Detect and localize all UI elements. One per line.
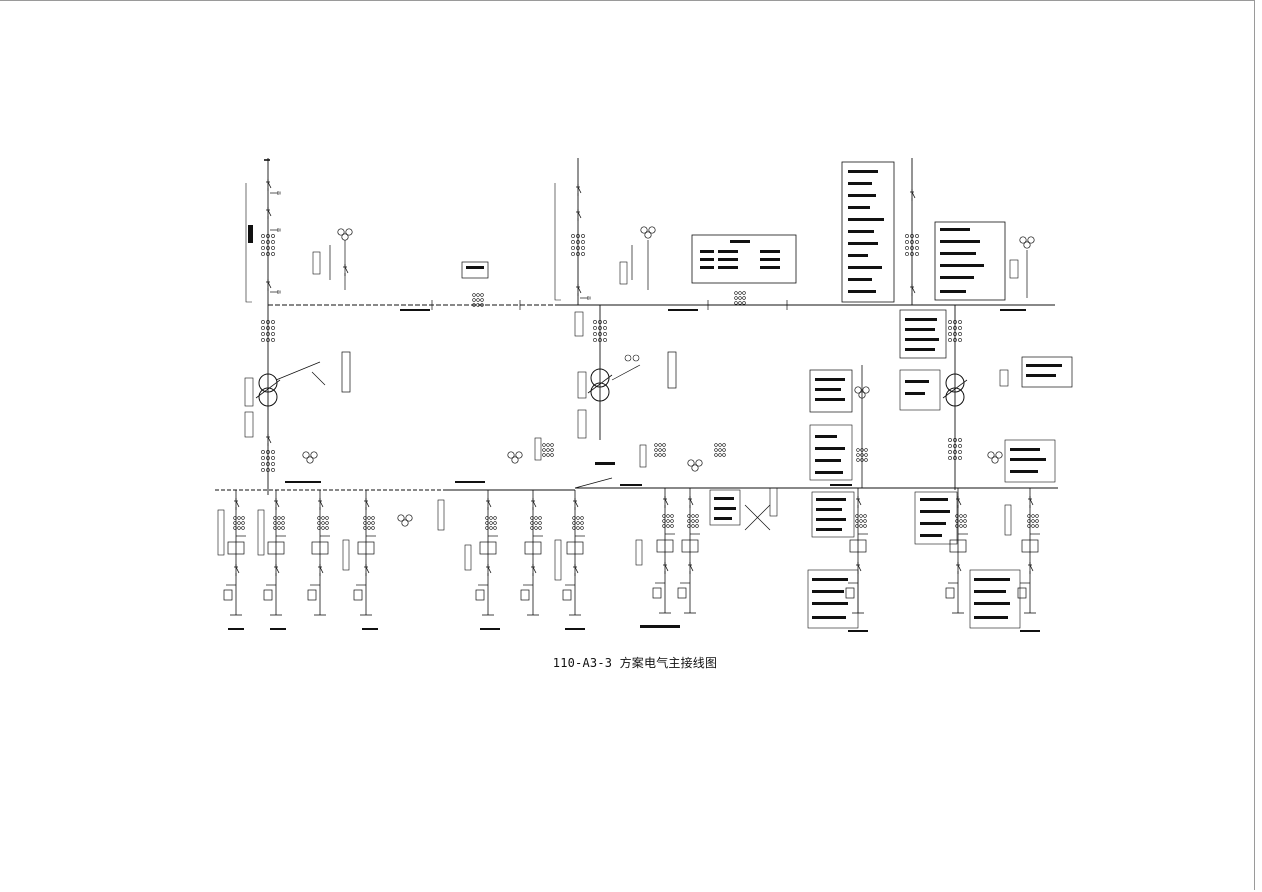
bus-labels (228, 309, 1040, 632)
transformer-2 (574, 305, 677, 440)
feeders-bus-1 (217, 490, 585, 615)
lv-bus-section (507, 365, 870, 489)
diagram-caption: 110-A3-3 方案电气主接线图 (0, 654, 1262, 671)
transformer-3 (899, 305, 1073, 490)
incoming-bay-3 (841, 158, 1035, 305)
incoming-bay-1 (245, 158, 353, 305)
caption-text: 110-A3-3 方案电气主接线图 (552, 656, 718, 670)
incoming-bay-2 (554, 158, 656, 305)
transformer-1 (244, 305, 351, 495)
hv-bus-section (431, 234, 797, 310)
feeders-bus-3 (807, 488, 1040, 629)
feeders-bus-2 (635, 488, 778, 628)
